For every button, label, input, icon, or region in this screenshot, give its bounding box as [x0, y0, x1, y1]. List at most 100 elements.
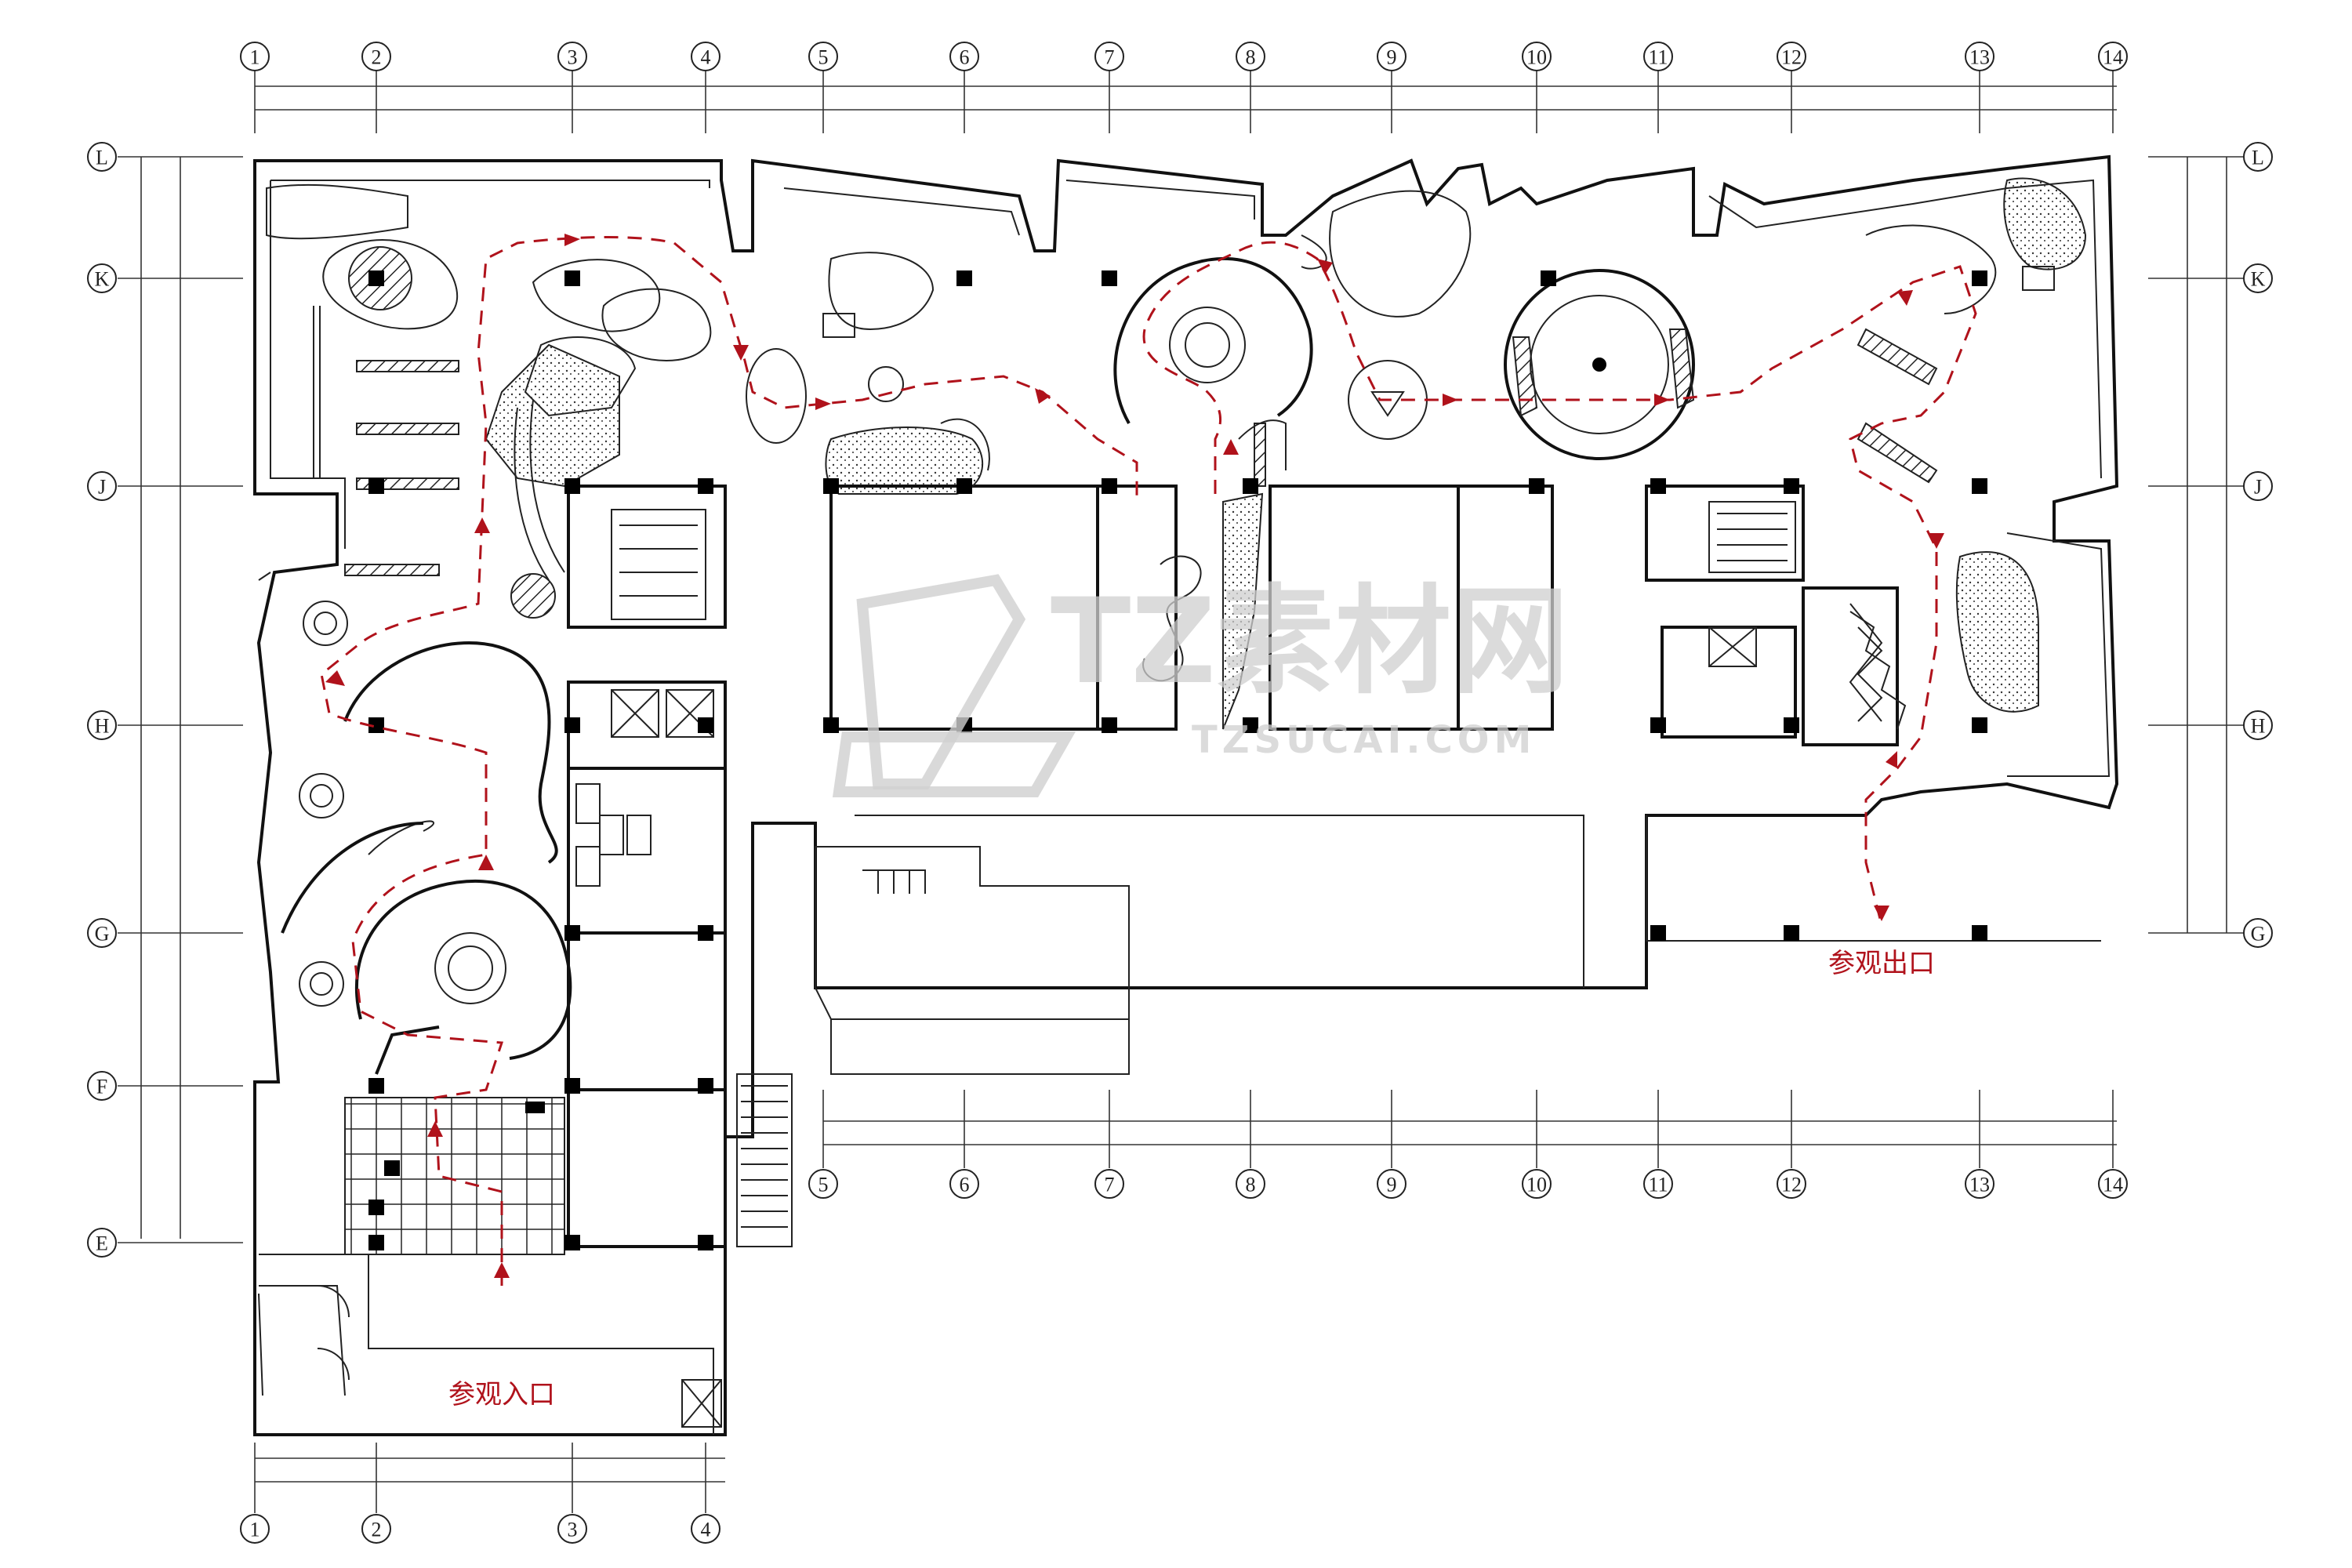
- structural-column: [823, 717, 839, 733]
- column-axis-mid-5: 5: [808, 1169, 838, 1199]
- structural-column: [1529, 478, 1544, 494]
- structural-column: [956, 270, 972, 286]
- row-axis-left-F: F: [87, 1071, 117, 1101]
- row-axis-left-J-label: J: [98, 476, 106, 499]
- structural-column: [368, 1078, 384, 1094]
- column-axis-top-14: 14: [2098, 42, 2128, 71]
- column-axis-top-8: 8: [1236, 42, 1265, 71]
- row-axis-left-F-label: F: [96, 1076, 107, 1098]
- column-axis-mid-11: 11: [1643, 1169, 1673, 1199]
- row-axis-left-E: E: [87, 1228, 117, 1258]
- right-gallery: [1849, 177, 2087, 722]
- column-axis-mid-6: 6: [949, 1169, 979, 1199]
- structural-column: [698, 717, 713, 733]
- column-axis-mid-7: 7: [1094, 1169, 1124, 1199]
- structural-column: [1650, 717, 1666, 733]
- structural-column: [698, 925, 713, 941]
- structural-column: [1243, 478, 1258, 494]
- column-axis-top-9: 9: [1377, 42, 1406, 71]
- column-axis-mid-7-label: 7: [1105, 1174, 1115, 1196]
- column-axis-mid-12-label: 12: [1781, 1174, 1802, 1196]
- column-axis-top-8-label: 8: [1246, 46, 1256, 69]
- column-axis-top-10-label: 10: [1526, 46, 1547, 69]
- column-axis-bottom-3: 3: [557, 1514, 587, 1544]
- column-axis-mid-13-label: 13: [1969, 1174, 1990, 1196]
- structural-column: [1102, 478, 1117, 494]
- structural-column: [368, 478, 384, 494]
- structural-column: [1784, 717, 1799, 733]
- column-axis-top-12-label: 12: [1781, 46, 1802, 69]
- row-axis-left-H: H: [87, 710, 117, 740]
- column-axis-top-1-label: 1: [250, 46, 260, 69]
- column-axis-mid-12: 12: [1777, 1169, 1806, 1199]
- row-axis-left-K: K: [87, 263, 117, 293]
- column-axis-mid-9-label: 9: [1387, 1174, 1397, 1196]
- column-axis-top-1: 1: [240, 42, 270, 71]
- column-axis-mid-13: 13: [1965, 1169, 1994, 1199]
- structural-column: [564, 717, 580, 733]
- structural-column: [956, 478, 972, 494]
- column-axis-mid-6-label: 6: [960, 1174, 970, 1196]
- exit-label: 参观出口: [1828, 948, 1935, 979]
- structural-column: [368, 717, 384, 733]
- column-axis-top-11: 11: [1643, 42, 1673, 71]
- row-axis-left-L: L: [87, 142, 117, 172]
- column-axis-top-3-label: 3: [568, 46, 578, 69]
- column-axis-bottom-3-label: 3: [568, 1519, 578, 1541]
- column-axis-top-13-label: 13: [1969, 46, 1990, 69]
- structural-column: [1972, 925, 1987, 941]
- column-axis-top-2: 2: [361, 42, 391, 71]
- structural-column: [823, 478, 839, 494]
- round-halls: [1113, 190, 1695, 487]
- column-axis-top-6: 6: [949, 42, 979, 71]
- row-axis-left-G: G: [87, 918, 117, 948]
- entrance-label: 参观入口: [448, 1379, 555, 1410]
- row-axis-left-E-label: E: [96, 1232, 108, 1255]
- left-gallery-curves: [266, 183, 572, 1075]
- column-axis-mid-10-label: 10: [1526, 1174, 1547, 1196]
- structural-column: [698, 478, 713, 494]
- column-axis-top-5: 5: [808, 42, 838, 71]
- row-axis-right-H: H: [2243, 710, 2273, 740]
- row-axis-right-G: G: [2243, 918, 2273, 948]
- structural-column: [698, 1078, 713, 1094]
- column-axis-top-14-label: 14: [2103, 46, 2123, 69]
- row-axis-left-K-label: K: [95, 268, 110, 291]
- column-axis-mid-14-label: 14: [2103, 1174, 2123, 1196]
- structural-column: [564, 1078, 580, 1094]
- structural-column: [1972, 478, 1987, 494]
- column-axis-top-3: 3: [557, 42, 587, 71]
- column-axis-top-10: 10: [1522, 42, 1552, 71]
- column-axis-top-12: 12: [1777, 42, 1806, 71]
- entrance-lobby: [258, 1097, 722, 1428]
- structural-column: [698, 1235, 713, 1250]
- column-axis-bottom-1: 1: [240, 1514, 270, 1544]
- watermark-sub: TZSUCAI.COM: [1192, 718, 1536, 762]
- column-axis-top-4-label: 4: [701, 46, 711, 69]
- column-axis-bottom-1-label: 1: [250, 1519, 260, 1541]
- column-axis-top-11-label: 11: [1648, 46, 1668, 69]
- column-axis-bottom-2-label: 2: [372, 1519, 382, 1541]
- visitor-route: [320, 234, 1977, 1286]
- structural-column: [1243, 717, 1258, 733]
- structural-column: [1972, 270, 1987, 286]
- row-axis-left-J: J: [87, 471, 117, 501]
- grid-axis-lines: [118, 71, 2258, 1513]
- row-axis-right-L: L: [2243, 142, 2273, 172]
- column-axis-mid-8-label: 8: [1246, 1174, 1256, 1196]
- lower-void-outlines: [259, 815, 2101, 1435]
- column-axis-mid-8: 8: [1236, 1169, 1265, 1199]
- column-axis-bottom-4: 4: [691, 1514, 720, 1544]
- row-axis-right-H-label: H: [2251, 715, 2266, 738]
- watermark-main: TZ素材网: [1051, 574, 1569, 710]
- row-axis-right-J: J: [2243, 471, 2273, 501]
- structural-column: [1102, 270, 1117, 286]
- row-axis-right-K: K: [2243, 263, 2273, 293]
- structural-column: [564, 478, 580, 494]
- row-axis-right-J-label: J: [2254, 476, 2262, 499]
- column-axis-mid-9: 9: [1377, 1169, 1406, 1199]
- column-axis-top-13: 13: [1965, 42, 1994, 71]
- structural-column: [1784, 478, 1799, 494]
- structural-column: [564, 270, 580, 286]
